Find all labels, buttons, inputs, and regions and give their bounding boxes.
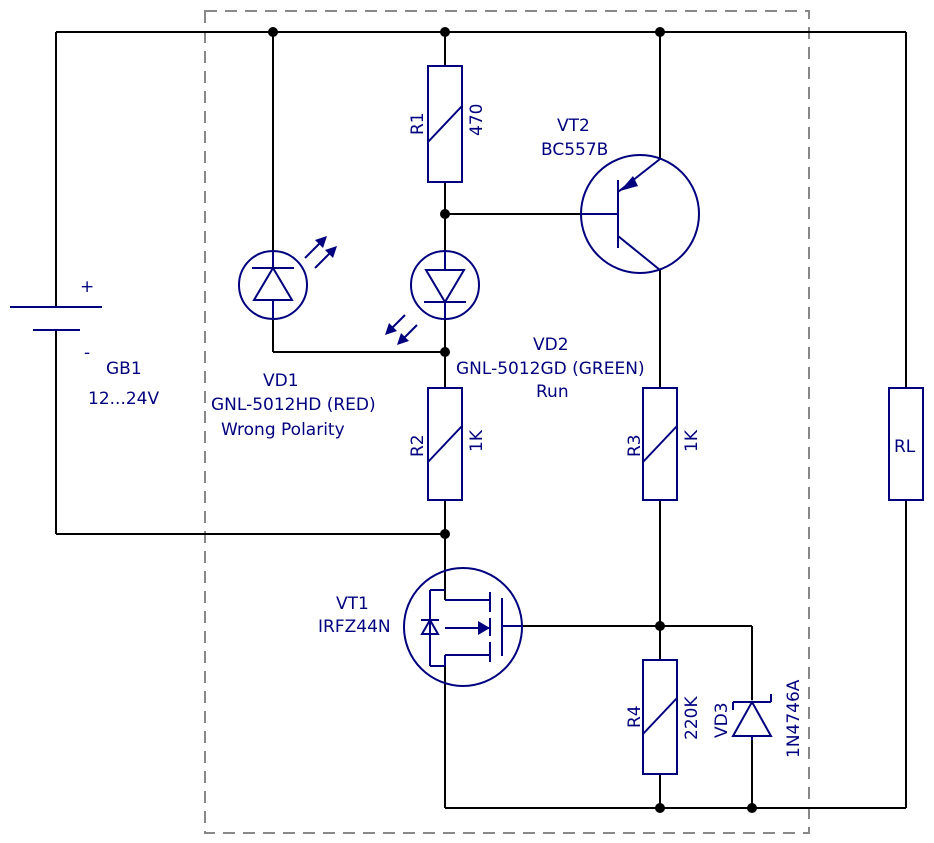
resistor-rl: RL (888, 387, 924, 501)
vd2-ref-label: VD2 (533, 335, 569, 355)
led-vd1: VD1 GNL-5012HD (RED) Wrong Polarity (211, 236, 376, 440)
board-outline (204, 10, 810, 834)
zener-vd3: VD3 1N4746A (712, 679, 804, 758)
wires (55, 31, 907, 809)
vd3-ref-label: VD3 (712, 702, 732, 738)
battery-plus-label: + (80, 277, 94, 297)
battery-ref-label: GB1 (106, 359, 142, 379)
resistor-r1: R1 470 (408, 65, 487, 183)
vt2-ref-label: VT2 (557, 116, 590, 136)
rl-ref-label: RL (894, 437, 916, 457)
resistor-r2: R2 1K (408, 387, 487, 501)
led-vd2: VD2 GNL-5012GD (GREEN) Run (385, 250, 645, 402)
vt1-part-label: IRFZ44N (318, 617, 391, 637)
r4-ref-label: R4 (625, 705, 645, 728)
vd2-note-label: Run (536, 382, 569, 402)
r4-value-label: 220K (682, 696, 702, 740)
r3-value-label: 1K (682, 429, 702, 452)
vd2-part-label: GNL-5012GD (GREEN) (456, 359, 645, 379)
r1-ref-label: R1 (408, 112, 428, 135)
r1-value-label: 470 (467, 104, 487, 136)
vd3-part-label: 1N4746A (784, 679, 804, 758)
vd1-note-label: Wrong Polarity (221, 420, 345, 440)
mosfet-vt1: VT1 IRFZ44N (318, 567, 523, 687)
vd1-ref-label: VD1 (263, 371, 299, 391)
resistor-r3: R3 1K (625, 387, 702, 501)
junction-dots (268, 27, 757, 813)
r3-ref-label: R3 (625, 434, 645, 457)
transistor-vt2: VT2 BC557B (541, 116, 700, 274)
vd1-part-label: GNL-5012HD (RED) (211, 395, 376, 415)
vt2-part-label: BC557B (541, 140, 608, 160)
resistor-r4: R4 220K (625, 659, 702, 775)
r2-ref-label: R2 (408, 434, 428, 457)
battery-minus-label: - (84, 343, 90, 363)
battery-gb1: + - GB1 12...24V (10, 277, 159, 409)
battery-value-label: 12...24V (88, 389, 159, 409)
r2-value-label: 1K (467, 429, 487, 452)
vt1-ref-label: VT1 (336, 594, 369, 614)
